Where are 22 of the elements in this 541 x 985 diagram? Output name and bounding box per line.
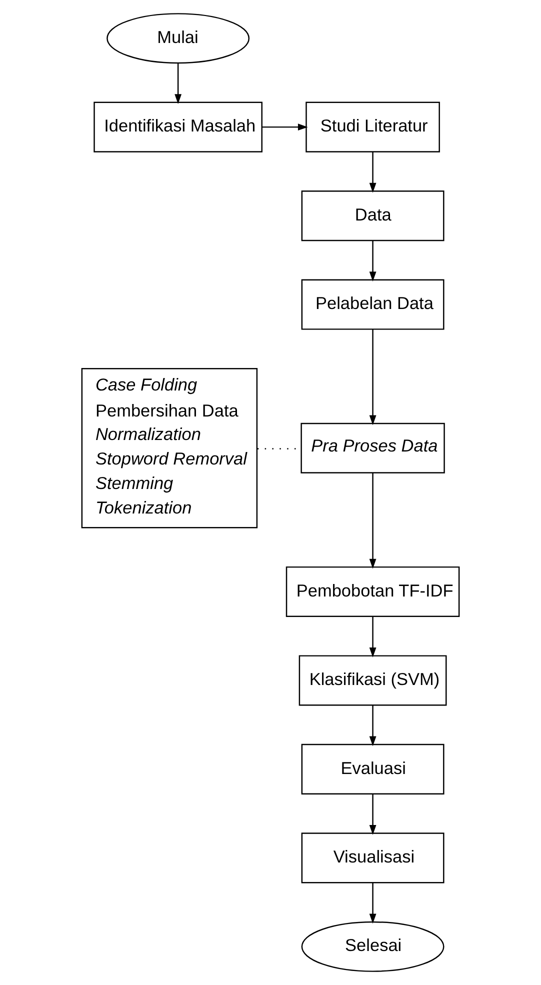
- node-box: Identifikasi Masalah: [94, 102, 262, 152]
- node-ellipse: Mulai: [106, 13, 250, 64]
- arrow: [369, 705, 376, 746]
- arrow: [369, 794, 376, 835]
- node-box: Studi Literatur: [306, 102, 440, 152]
- arrow: [369, 240, 376, 282]
- arrow: [262, 124, 308, 131]
- arrow: [174, 63, 182, 104]
- arrow: [369, 152, 376, 193]
- node-ellipse: Selesai: [301, 921, 444, 972]
- node-box: Pelabelan Data: [301, 279, 444, 330]
- node-box: Visualisasi: [301, 832, 444, 884]
- node-box: Klasifikasi (SVM): [298, 655, 447, 706]
- arrow: [369, 882, 376, 924]
- node-box: Case Folding Pembersihan Data Normalization Stopword Remorval Stemming Tokenization: [81, 368, 258, 528]
- arrow: [369, 472, 376, 569]
- node-box: Pra Proses Data: [300, 422, 445, 474]
- node-box: Evaluasi: [301, 744, 444, 794]
- node-box: Data: [301, 190, 444, 242]
- arrow: [369, 616, 376, 658]
- arrow: [369, 329, 376, 426]
- node-box: Pembobotan TF-IDF: [286, 566, 460, 617]
